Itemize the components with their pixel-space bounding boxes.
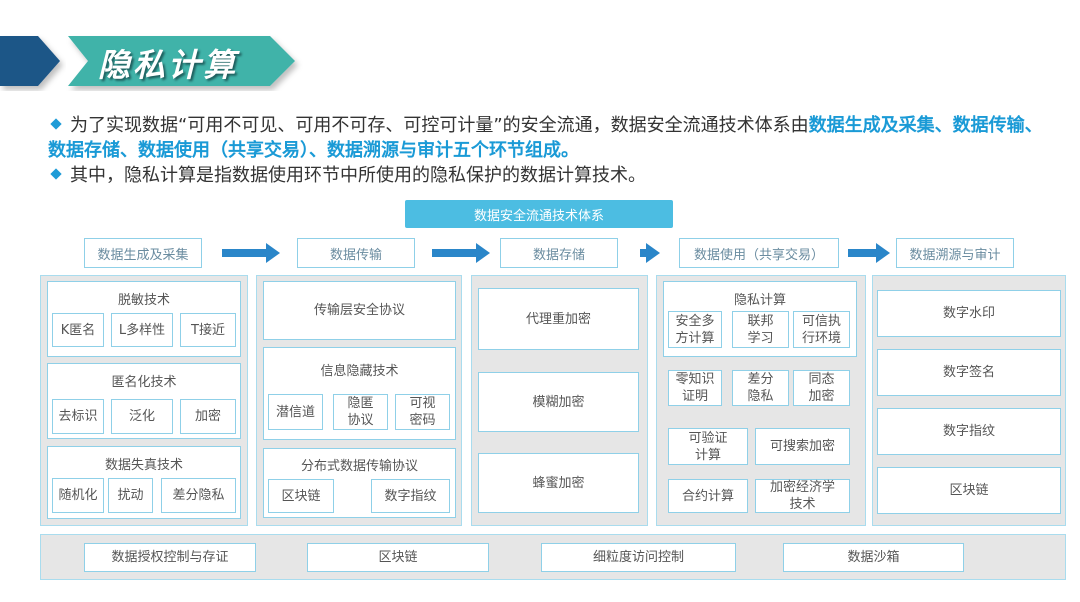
diagram-header: 数据安全流通技术体系	[405, 200, 673, 228]
banner-arrow-dark	[0, 36, 60, 86]
technique-box: L多样性	[111, 313, 173, 347]
technique-box: 潜信道	[268, 394, 323, 430]
technique-box: 可验证 计算	[668, 428, 748, 465]
banner-arrow-teal	[68, 36, 295, 86]
technique-box: 差分 隐私	[732, 370, 789, 406]
technique-box: 合约计算	[668, 479, 748, 513]
group-title: 隐私计算	[733, 293, 786, 308]
group-title: 匿名化技术	[111, 375, 177, 390]
technique-box: 零知识 证明	[668, 370, 722, 406]
diamond-bullet-icon	[50, 168, 62, 180]
right-arrow-icon	[222, 243, 280, 263]
technique-box: 模糊加密	[478, 372, 639, 432]
technique-box: 数字指纹	[371, 479, 450, 513]
technique-box: 安全多 方计算	[668, 311, 722, 348]
technique-box: 区块链	[268, 479, 334, 513]
technique-box: 可搜索加密	[755, 428, 850, 465]
stage-box: 数据传输	[297, 238, 415, 268]
technique-box: 加密	[180, 399, 236, 434]
bottom-box: 数据沙箱	[783, 543, 964, 572]
technique-box: 差分隐私	[161, 478, 236, 513]
technique-box: 隐匿 协议	[333, 394, 388, 430]
technique-box: 去标识	[52, 399, 104, 434]
bottom-box: 细粒度访问控制	[541, 543, 736, 572]
technique-box: 蜂蜜加密	[478, 453, 639, 513]
technique-box: 数字指纹	[877, 408, 1061, 455]
stage-box: 数据生成及采集	[84, 238, 202, 268]
technique-box: T接近	[180, 313, 236, 347]
technique-box: 泛化	[111, 399, 173, 434]
group-title: 分布式数据传输协议	[300, 459, 418, 474]
right-arrow-icon	[640, 243, 660, 263]
group-title: 信息隐藏技术	[320, 364, 399, 379]
technique-box: 数字水印	[877, 290, 1061, 337]
bottom-box: 区块链	[307, 543, 489, 572]
bullet-highlight: 数据生成及采集、数据传输、数据存储、数据使用（共享交易）、数据溯源与审计五个环节…	[48, 115, 1043, 161]
technique-box: 联邦 学习	[732, 311, 789, 348]
technique-box: 代理重加密	[478, 288, 639, 350]
technique-box: K匿名	[52, 313, 104, 347]
bullet-text: 为了实现数据“可用不可见、可用不可存、可控可计量”的安全流通，数据安全流通技术体…	[70, 115, 809, 136]
group-title: 脱敏技术	[117, 293, 170, 308]
right-arrow-icon	[432, 243, 490, 263]
page-title: 隐私计算	[98, 46, 239, 84]
technique-box: 可视 密码	[395, 394, 450, 430]
technique-box: 加密经济学 技术	[755, 479, 850, 513]
technique-box: 可信执 行环境	[793, 311, 850, 348]
technique-box: 扰动	[108, 478, 153, 513]
stage-box: 数据使用（共享交易）	[679, 238, 839, 268]
technique-box: 传输层安全协议	[263, 281, 456, 340]
stage-box: 数据存储	[500, 238, 618, 268]
bullet-item: 为了实现数据“可用不可见、可用不可存、可控可计量”的安全流通，数据安全流通技术体…	[48, 113, 1058, 163]
stage-box: 数据溯源与审计	[896, 238, 1014, 268]
right-arrow-icon	[848, 243, 890, 263]
technique-box: 数字签名	[877, 349, 1061, 396]
bullet-list: 为了实现数据“可用不可见、可用不可存、可控可计量”的安全流通，数据安全流通技术体…	[48, 113, 1058, 188]
bullet-item: 其中，隐私计算是指数据使用环节中所使用的隐私保护的数据计算技术。	[48, 163, 1058, 188]
title-banner	[0, 36, 295, 86]
bottom-box: 数据授权控制与存证	[84, 543, 256, 572]
technique-box: 区块链	[877, 467, 1061, 514]
bullet-text: 其中，隐私计算是指数据使用环节中所使用的隐私保护的数据计算技术。	[70, 165, 646, 186]
diamond-bullet-icon	[50, 118, 62, 130]
technique-box: 同态 加密	[793, 370, 850, 406]
group-title: 数据失真技术	[104, 458, 183, 473]
technique-box: 随机化	[52, 478, 104, 513]
